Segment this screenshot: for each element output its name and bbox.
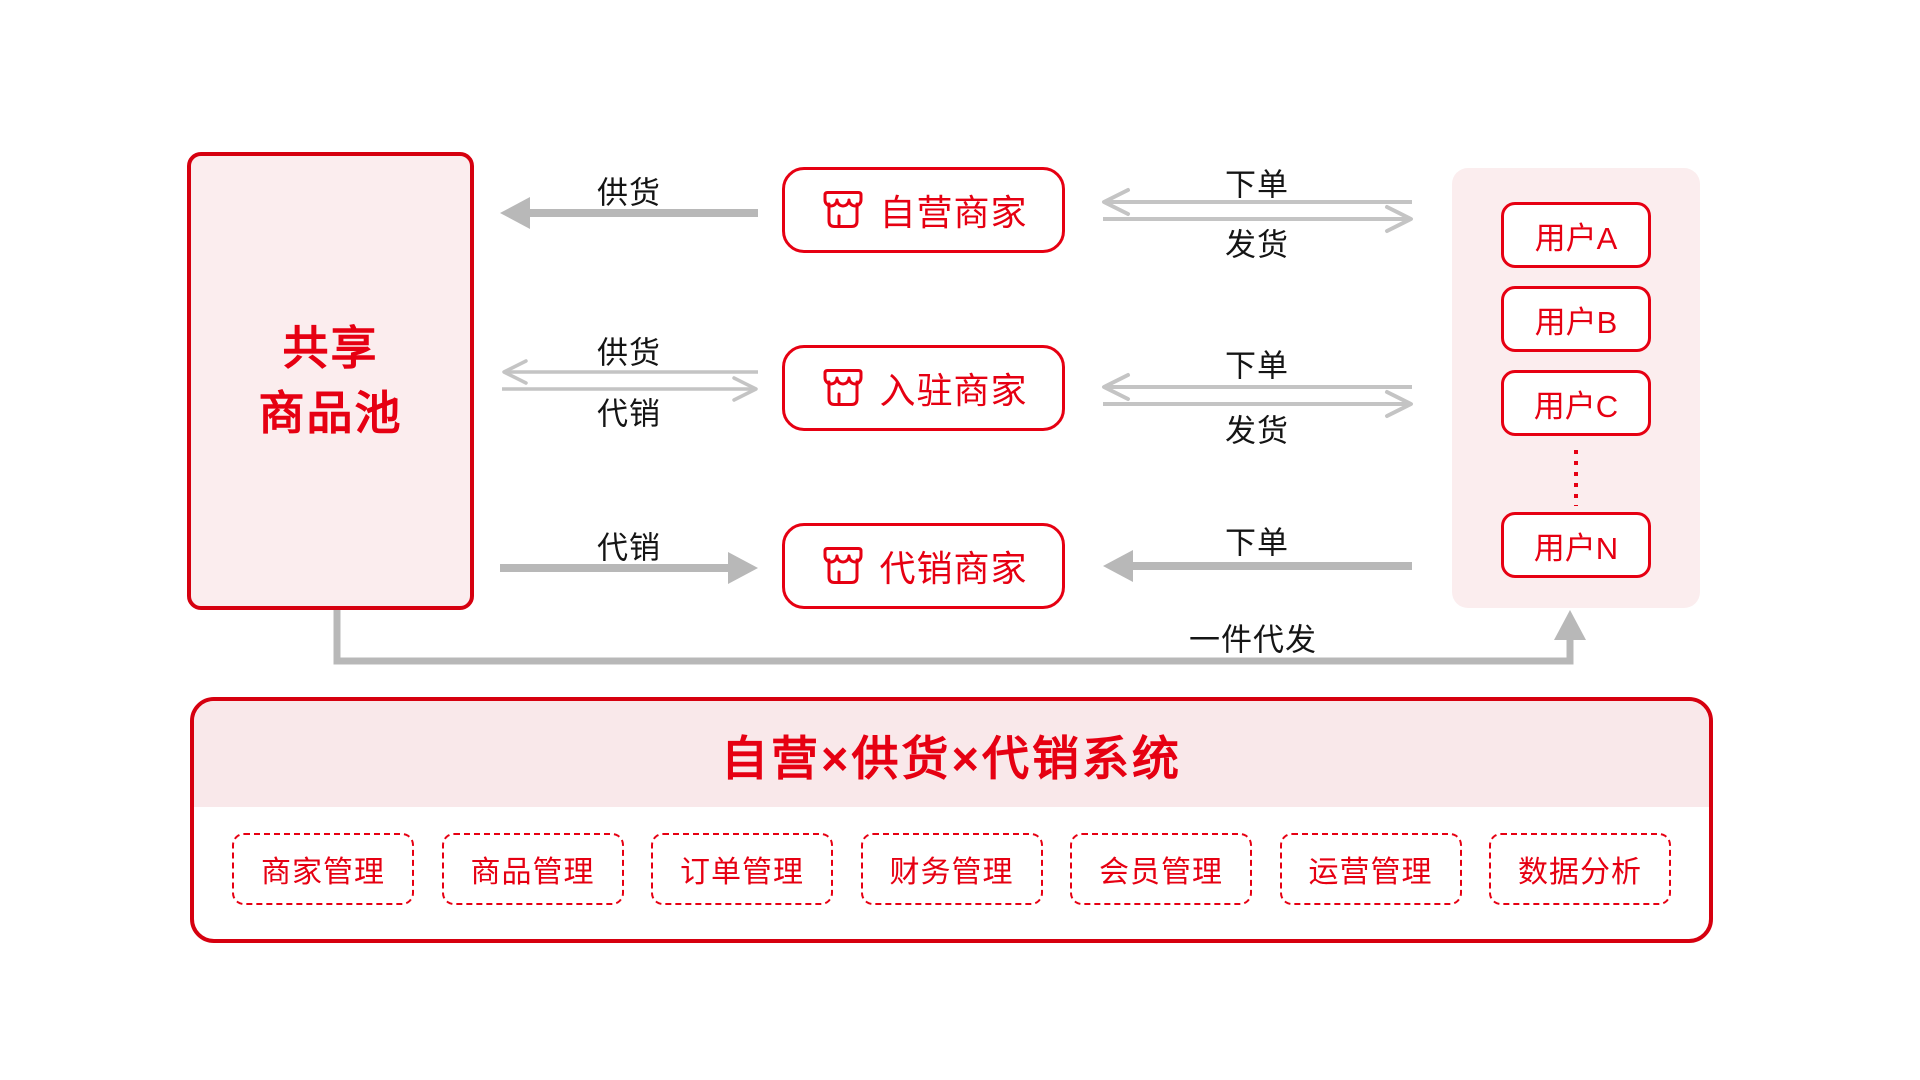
consign-label-row3: 代销 <box>597 530 661 566</box>
user-box-b: 用户B <box>1501 286 1651 352</box>
merchant-label: 自营商家 <box>879 192 1028 233</box>
merchant-label: 入驻商家 <box>879 370 1028 411</box>
consign-arrow-row3 <box>500 552 758 584</box>
merchant-label: 代销商家 <box>879 548 1028 589</box>
order-arrow-row3 <box>1103 550 1412 582</box>
users-ellipsis-dots <box>1574 450 1578 506</box>
module-data-analysis: 数据分析 <box>1489 833 1671 905</box>
user-box-n: 用户N <box>1501 512 1651 578</box>
user-box-c: 用户C <box>1501 370 1651 436</box>
module-product-mgmt: 商品管理 <box>441 833 624 905</box>
system-box: 自营×供货×代销系统 <box>190 697 1713 943</box>
ship-label-row1: 发货 <box>1225 227 1289 263</box>
order-label-row2: 下单 <box>1225 348 1289 384</box>
module-order-mgmt: 订单管理 <box>651 833 833 905</box>
supply-arrow-row1 <box>500 197 758 229</box>
modules-row: 商家管理 商品管理 订单管理 财务管理 会员管理 运营管理 数据分析 <box>232 833 1671 905</box>
ship-label-row2: 发货 <box>1225 413 1289 449</box>
module-finance-mgmt: 财务管理 <box>860 833 1043 905</box>
order-label-row1: 下单 <box>1225 167 1289 203</box>
module-merchant-mgmt: 商家管理 <box>232 833 414 905</box>
storefront-icon <box>823 369 863 406</box>
dropship-label: 一件代发 <box>1189 622 1317 658</box>
user-box-a: 用户A <box>1501 202 1651 268</box>
merchant-box-self-operated: 自营商家 <box>782 167 1065 253</box>
pool-title: 共享 商品池 <box>259 316 403 447</box>
module-member-mgmt: 会员管理 <box>1070 833 1252 905</box>
consign-label-row2: 代销 <box>597 396 661 432</box>
merchant-box-settled: 入驻商家 <box>782 345 1065 431</box>
pool-title-line2: 商品池 <box>258 387 403 439</box>
users-panel: 用户A 用户B 用户C 用户N <box>1452 168 1700 608</box>
pool-title-line1: 共享 <box>282 321 379 374</box>
order-label-row3: 下单 <box>1225 525 1289 561</box>
supply-label-row1: 供货 <box>597 175 661 211</box>
order-arrow-row1 <box>1102 188 1412 216</box>
dropship-connector-arrow <box>333 608 1586 665</box>
order-arrow-row2 <box>1102 373 1412 401</box>
supply-label-row2: 供货 <box>597 335 661 371</box>
system-title-band: 自营×供货×代销系统 <box>194 701 1709 807</box>
system-title: 自营×供货×代销系统 <box>721 731 1182 785</box>
ship-arrow-row1 <box>1103 205 1413 233</box>
consign-arrow-row2 <box>502 376 758 402</box>
module-operation-mgmt: 运营管理 <box>1279 833 1462 905</box>
merchant-box-consignment: 代销商家 <box>782 523 1065 609</box>
shared-product-pool-box: 共享 商品池 <box>187 152 474 610</box>
ship-arrow-row2 <box>1103 390 1413 418</box>
storefront-icon <box>823 547 863 584</box>
supply-arrow-row2 <box>502 359 758 385</box>
storefront-icon <box>823 191 863 228</box>
